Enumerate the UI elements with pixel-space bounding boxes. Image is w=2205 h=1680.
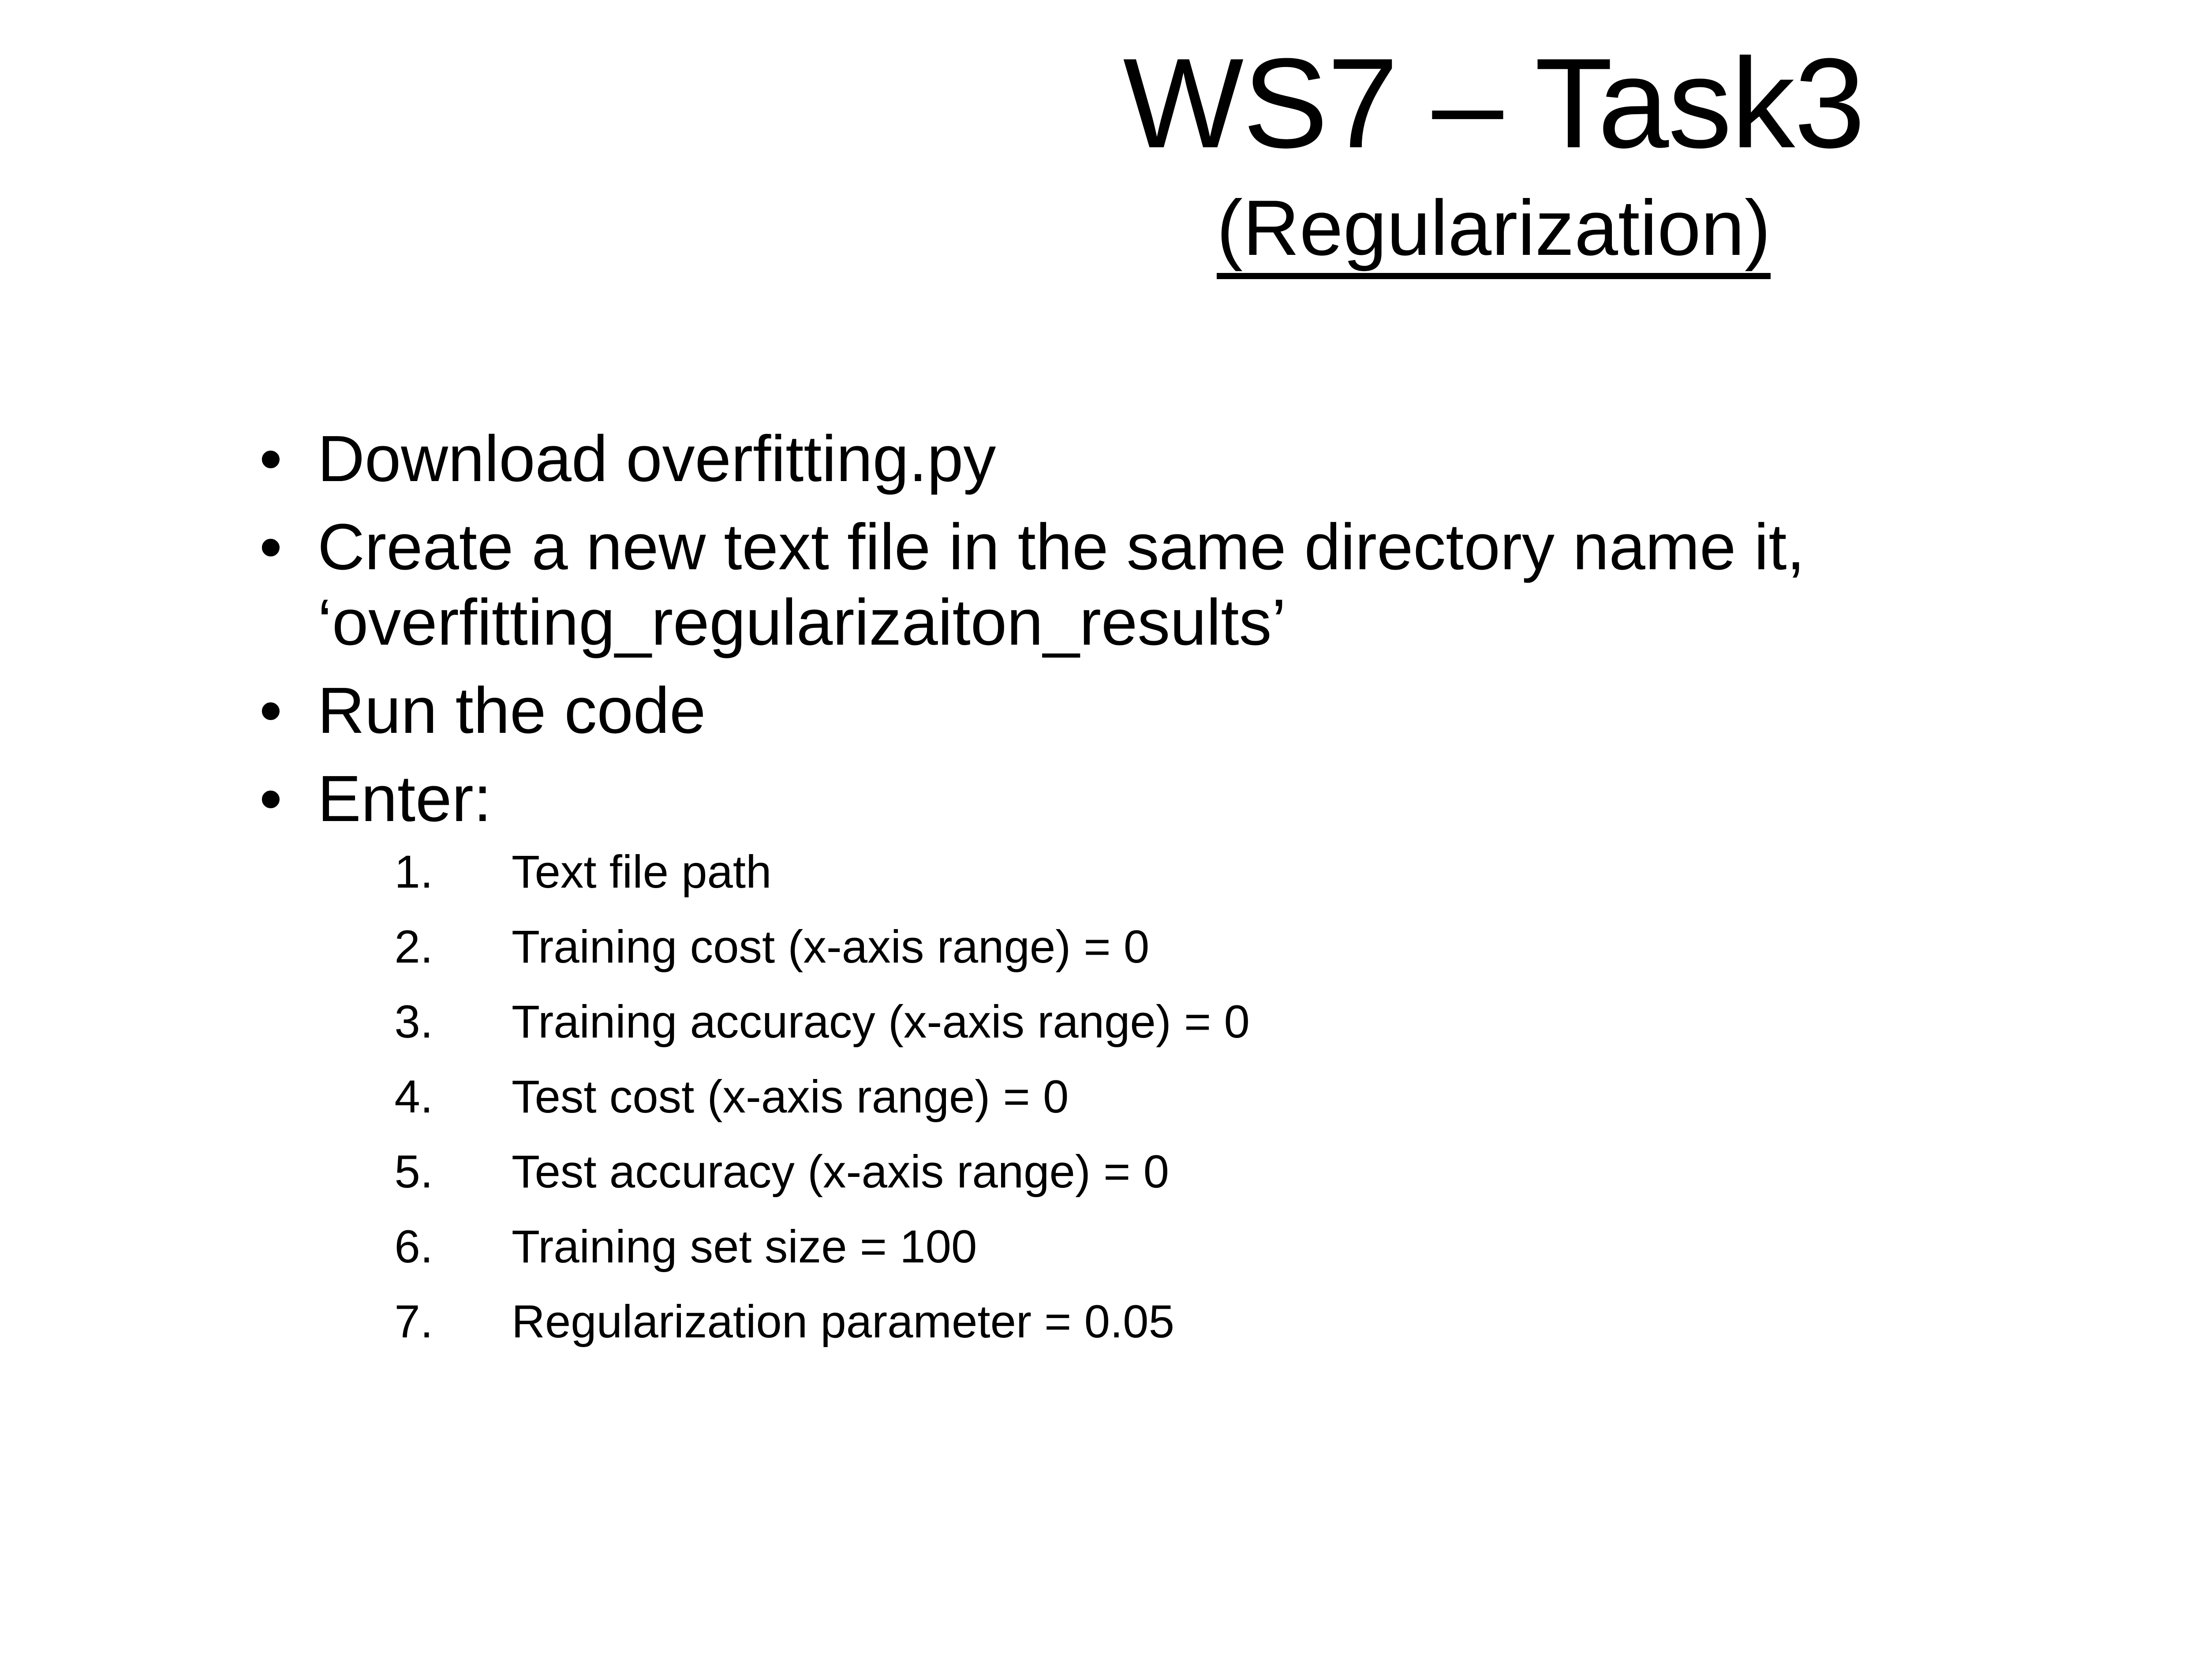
numbered-label: Test cost (x-axis range) = 0 (512, 1071, 1069, 1123)
numbered-label: Training set size = 100 (512, 1221, 977, 1273)
numbered-marker: 2. (394, 921, 433, 973)
numbered-marker: 6. (394, 1221, 433, 1273)
numbered-label: Training accuracy (x-axis range) = 0 (512, 996, 1250, 1048)
bullet-icon: • (259, 422, 282, 495)
numbered-marker: 3. (394, 996, 433, 1048)
bullet-label: Create a new text file in the same direc… (318, 510, 1805, 659)
page-title: WS7 – Task3 (1123, 32, 1865, 175)
bullet-label: Run the code (318, 674, 706, 747)
numbered-marker: 1. (394, 846, 433, 898)
numbered-marker: 7. (394, 1296, 433, 1348)
title-block: WS7 – Task3 (Regularization) (0, 34, 2205, 279)
list-item: • Download overfitting.py (251, 421, 2205, 497)
numbered-list-item: 5. Test accuracy (x-axis range) = 0 (367, 1149, 2205, 1224)
bullet-label: Download overfitting.py (318, 422, 996, 495)
numbered-marker: 5. (394, 1146, 433, 1198)
numbered-list-item: 6. Training set size = 100 (367, 1224, 2205, 1299)
numbered-label: Text file path (512, 846, 772, 898)
numbered-list-item: 1. Text file path (367, 849, 2205, 924)
subtitle-wrapper: (Regularization) (0, 184, 2205, 279)
numbered-list-item: 4. Test cost (x-axis range) = 0 (367, 1074, 2205, 1149)
numbered-marker: 4. (394, 1071, 433, 1123)
list-item: • Create a new text file in the same dir… (251, 509, 2205, 661)
list-item: • Enter: (251, 761, 2205, 837)
numbered-list-item: 3. Training accuracy (x-axis range) = 0 (367, 999, 2205, 1074)
numbered-label: Test accuracy (x-axis range) = 0 (512, 1146, 1169, 1198)
bullet-icon: • (259, 510, 282, 583)
slide-body: • Download overfitting.py • Create a new… (251, 421, 2205, 1374)
bullet-icon: • (259, 762, 282, 835)
numbered-sublist: 1. Text file path 2. Training cost (x-ax… (367, 849, 2205, 1374)
bullet-label: Enter: (318, 762, 492, 835)
numbered-label: Training cost (x-axis range) = 0 (512, 921, 1150, 973)
page-subtitle: (Regularization) (1216, 184, 1771, 279)
numbered-list-item: 7. Regularization parameter = 0.05 (367, 1299, 2205, 1374)
numbered-label: Regularization parameter = 0.05 (512, 1296, 1174, 1348)
bullet-icon: • (259, 674, 282, 747)
list-item: • Run the code (251, 673, 2205, 749)
numbered-list-item: 2. Training cost (x-axis range) = 0 (367, 924, 2205, 999)
